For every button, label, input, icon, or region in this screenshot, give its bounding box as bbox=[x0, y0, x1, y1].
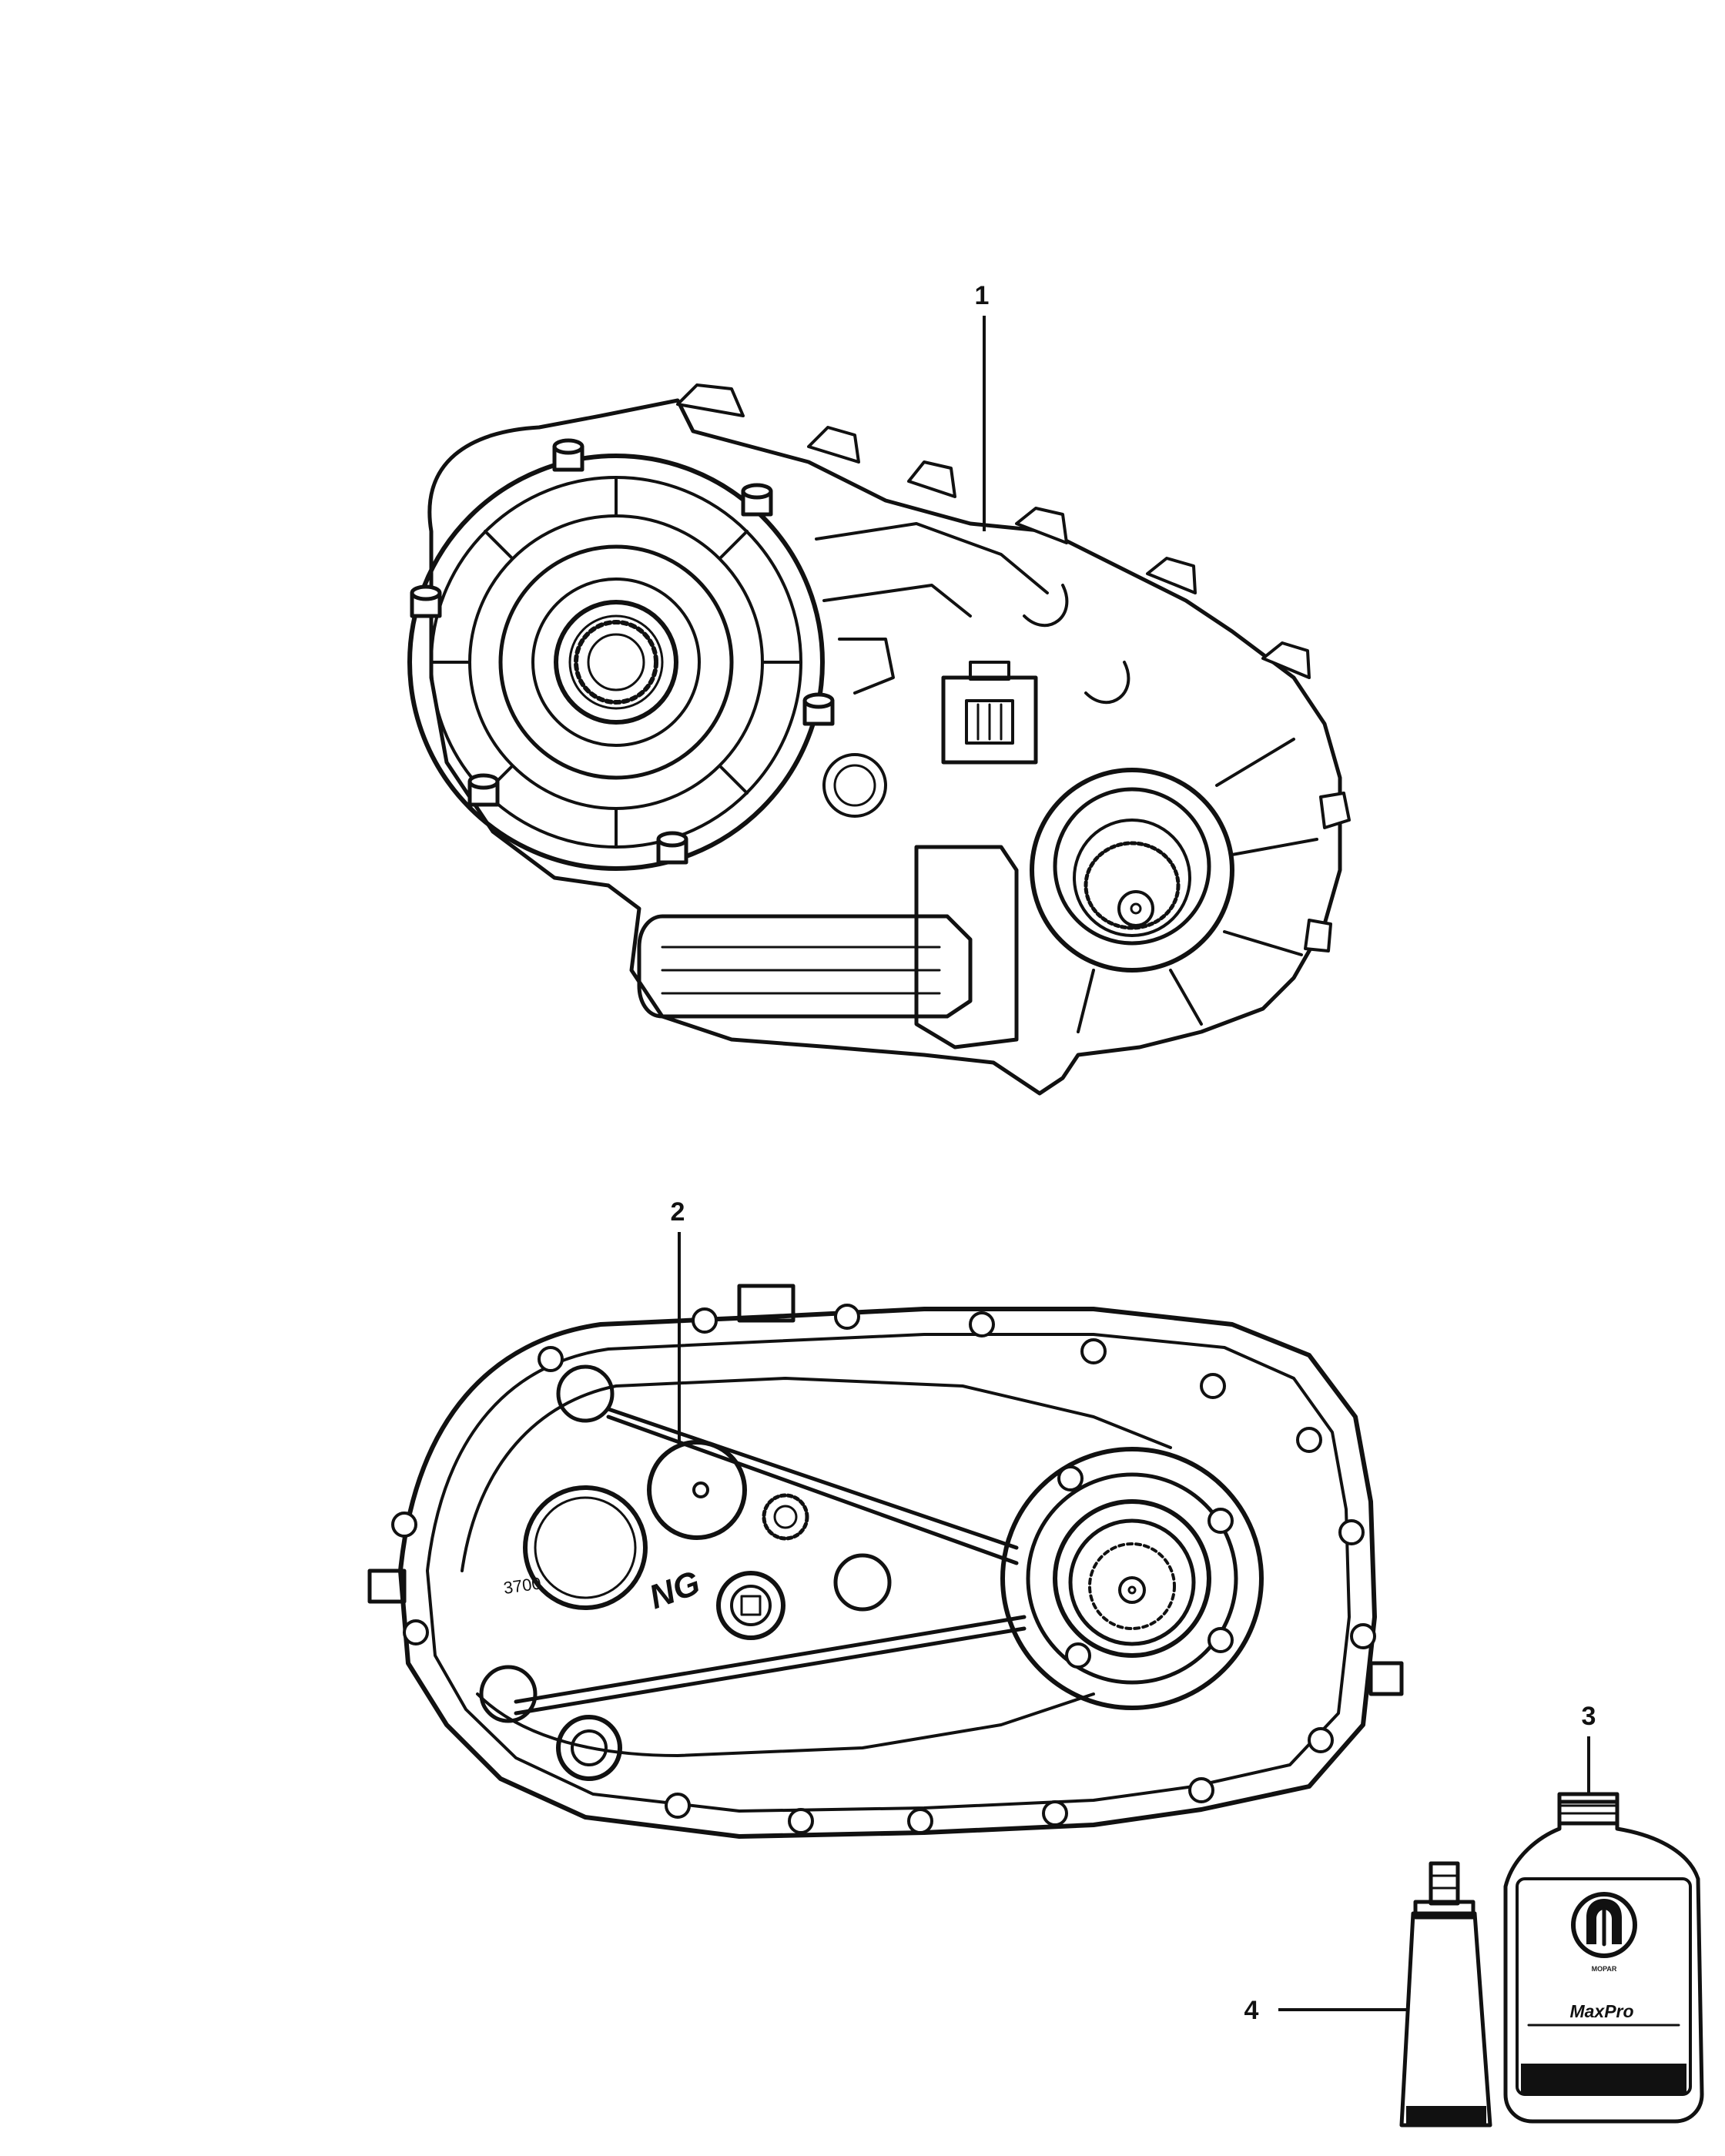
output-shaft bbox=[1030, 768, 1234, 973]
sealant-tube bbox=[1399, 1861, 1492, 2128]
callout-number-3: 3 bbox=[1582, 1702, 1596, 1731]
callout-number-2: 2 bbox=[671, 1197, 685, 1227]
callout-number-4: 4 bbox=[1244, 1996, 1259, 2025]
casting-number: 3700 bbox=[502, 1573, 542, 1598]
small-cover-plate bbox=[647, 1440, 747, 1540]
transfer-case-rear-view: 3700 NG bbox=[367, 1284, 1404, 1839]
callout-4: 4 bbox=[1244, 1996, 1409, 2025]
callout-number-1: 1 bbox=[975, 281, 990, 310]
input-spline bbox=[574, 620, 658, 705]
fluid-bottle: MOPAR MaxPro bbox=[1503, 1792, 1704, 2124]
bell-studs bbox=[410, 438, 835, 865]
electrical-connector bbox=[941, 661, 1038, 765]
callout-1: 1 bbox=[975, 281, 990, 531]
callout-3: 3 bbox=[1582, 1702, 1596, 1794]
transfer-case-assembly-front-view bbox=[407, 383, 1351, 1096]
mopar-logo bbox=[1571, 1892, 1637, 1958]
shift-motor bbox=[637, 845, 1019, 1050]
fill-plug bbox=[716, 1571, 785, 1640]
rear-output bbox=[1000, 1447, 1264, 1710]
bottle-brand: MOPAR bbox=[1592, 1965, 1617, 1973]
casting-logo: NG bbox=[645, 1564, 705, 1617]
case-bolts bbox=[391, 1304, 1376, 1834]
bottle-product: MaxPro bbox=[1569, 2001, 1633, 2021]
callout-2: 2 bbox=[671, 1197, 685, 1448]
